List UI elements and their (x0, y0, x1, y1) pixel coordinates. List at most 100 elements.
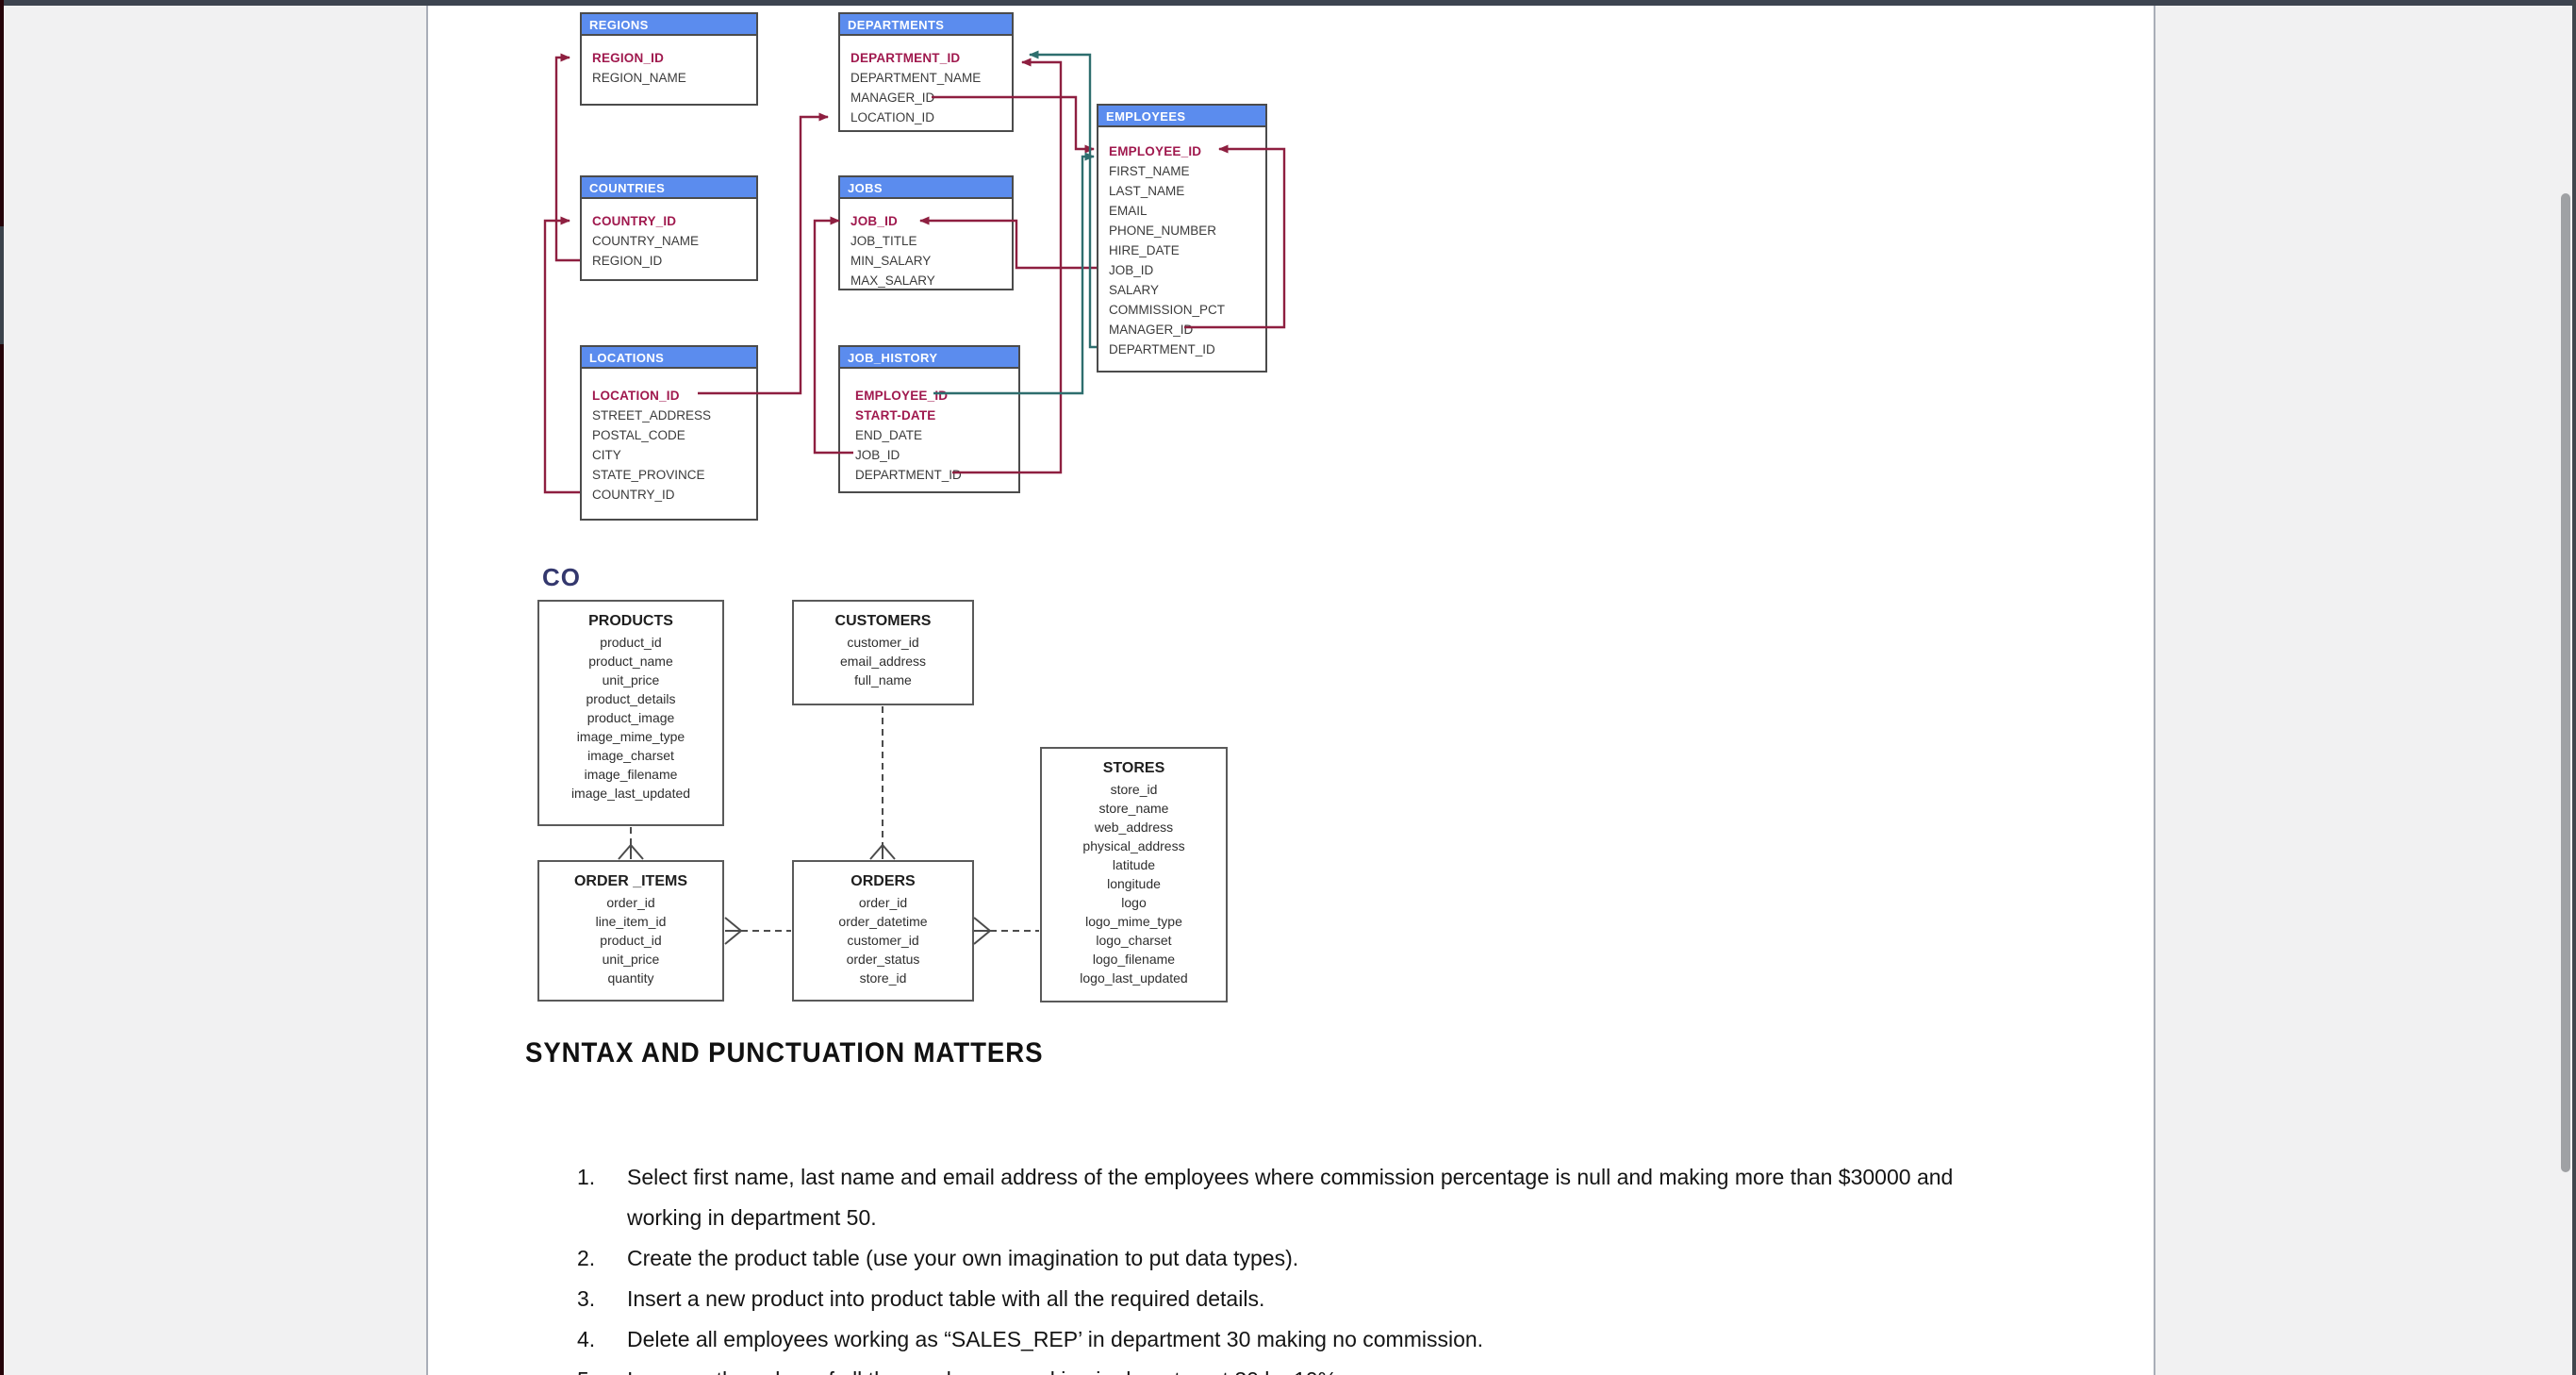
field-web_address: web_address (1094, 820, 1174, 835)
field-email_address: email_address (839, 654, 927, 669)
co-schema-label: CO (542, 563, 581, 591)
field-product_details: product_details (586, 691, 676, 706)
field-country_name: COUNTRY_NAME (592, 234, 700, 248)
field-job_id: JOB_ID (850, 214, 898, 228)
er-table-departments: DEPARTMENTS DEPARTMENT_ID DEPARTMENT_NAME M… (838, 12, 1014, 132)
field-job_title: JOB_TITLE (850, 234, 917, 248)
co-table-title: PRODUCTS (588, 613, 673, 629)
field-hire_date: HIRE_DATE (1109, 243, 1180, 257)
task-list: 1. Select first name, last name and emai… (577, 1157, 2048, 1375)
field-employee_id: EMPLOYEE_ID (855, 389, 949, 403)
er-table-title: LOCATIONS (582, 347, 756, 369)
field-longitude: longitude (1107, 876, 1161, 891)
field-customer_id: customer_id (847, 933, 919, 948)
er-table-title: JOB_HISTORY (840, 347, 1018, 369)
field-last_name: LAST_NAME (1109, 184, 1185, 198)
task-item-5-partial: 5. Increase the salary of all the employ… (577, 1360, 2048, 1375)
field-country_id: COUNTRY_ID (592, 214, 677, 228)
er-table-job-history: JOB_HISTORY EMPLOYEE_ID START-DATE END_DATE… (838, 345, 1020, 493)
er-table-jobs: JOBS JOB_ID JOB_TITLE MIN_SALARY MAX_SALARY (838, 175, 1014, 290)
field-state_province: STATE_PROVINCE (592, 468, 705, 482)
field-commission_pct: COMMISSION_PCT (1109, 303, 1226, 317)
field-min_salary: MIN_SALARY (850, 254, 932, 268)
field-store_name: store_name (1098, 801, 1169, 816)
field-job_id: JOB_ID (1109, 263, 1154, 277)
field-image_filename: image_filename (584, 767, 678, 782)
field-quantity: quantity (607, 970, 654, 986)
field-product_name: product_name (588, 654, 673, 669)
er-table-title: REGIONS (582, 14, 756, 36)
field-salary: SALARY (1109, 283, 1160, 297)
field-image_last_updated: image_last_updated (570, 786, 691, 801)
field-logo_filename: logo_filename (1092, 952, 1176, 967)
field-department_id: DEPARTMENT_ID (850, 51, 961, 65)
co-table-title: ORDERS (850, 873, 916, 889)
field-product_id: product_id (600, 933, 662, 948)
field-order_id: order_id (858, 895, 908, 910)
field-start-date: START-DATE (855, 408, 936, 422)
task-item-3: 3. Insert a new product into product tab… (577, 1279, 2048, 1319)
field-product_id: product_id (600, 635, 662, 650)
field-department_name: DEPARTMENT_NAME (850, 71, 982, 85)
field-region_id: REGION_ID (592, 254, 663, 268)
task-text: Create the product table (use your own i… (627, 1246, 1299, 1270)
field-country_id: COUNTRY_ID (592, 488, 675, 502)
window-left-edge (0, 0, 4, 1375)
field-email: EMAIL (1109, 204, 1148, 218)
task-item-4: 4. Delete all employees working as “SALE… (577, 1319, 2048, 1360)
field-unit_price: unit_price (602, 952, 660, 967)
task-item-2: 2. Create the product table (use your ow… (577, 1238, 2048, 1279)
task-text: Select first name, last name and email a… (627, 1165, 1954, 1230)
field-image_mime_type: image_mime_type (576, 729, 685, 744)
section-heading: SYNTAX AND PUNCTUATION MATTERS (525, 1037, 1044, 1069)
field-max_salary: MAX_SALARY (850, 273, 935, 288)
field-order_datetime: order_datetime (838, 914, 928, 929)
field-order_id: order_id (606, 895, 655, 910)
task-text: Insert a new product into product table … (627, 1286, 1265, 1311)
field-manager_id: MANAGER_ID (1109, 323, 1194, 337)
field-department_id: DEPARTMENT_ID (855, 468, 962, 482)
field-phone_number: PHONE_NUMBER (1109, 224, 1217, 238)
task-number: 1. (577, 1165, 596, 1189)
field-latitude: latitude (1112, 857, 1156, 872)
field-postal_code: POSTAL_CODE (592, 428, 685, 442)
field-manager_id: MANAGER_ID (850, 91, 935, 105)
field-street_address: STREET_ADDRESS (592, 408, 712, 422)
er-table-title: JOBS (840, 177, 1012, 199)
field-physical_address: physical_address (1082, 838, 1185, 853)
field-customer_id: customer_id (847, 635, 919, 650)
task-number: 3. (577, 1286, 596, 1311)
field-department_id: DEPARTMENT_ID (1109, 342, 1215, 356)
field-location_id: LOCATION_ID (850, 110, 935, 124)
task-text: Delete all employees working as “SALES_R… (627, 1327, 1484, 1351)
er-table-countries: COUNTRIES COUNTRY_ID COUNTRY_NAME REGION_ID (580, 175, 758, 281)
co-table-title: CUSTOMERS (834, 613, 932, 629)
field-employee_id: EMPLOYEE_ID (1109, 144, 1202, 158)
field-store_id: store_id (859, 970, 907, 986)
er-table-title: COUNTRIES (582, 177, 756, 199)
field-image_charset: image_charset (587, 748, 674, 763)
field-logo_charset: logo_charset (1096, 933, 1172, 948)
field-store_id: store_id (1110, 782, 1158, 797)
field-job_id: JOB_ID (855, 448, 900, 462)
field-city: CITY (592, 448, 621, 462)
task-text: Increase the salary of all the employees… (627, 1360, 1343, 1375)
field-logo: logo (1121, 895, 1147, 910)
field-end_date: END_DATE (855, 428, 923, 442)
co-table-title: ORDER _ITEMS (573, 873, 687, 889)
field-logo_last_updated: logo_last_updated (1080, 970, 1188, 986)
co-table-title: STORES (1102, 760, 1165, 776)
er-table-title: DEPARTMENTS (840, 14, 1012, 36)
vertical-scrollbar-thumb[interactable] (2561, 193, 2570, 1172)
field-product_image: product_image (586, 710, 675, 725)
task-number: 2. (577, 1246, 596, 1270)
